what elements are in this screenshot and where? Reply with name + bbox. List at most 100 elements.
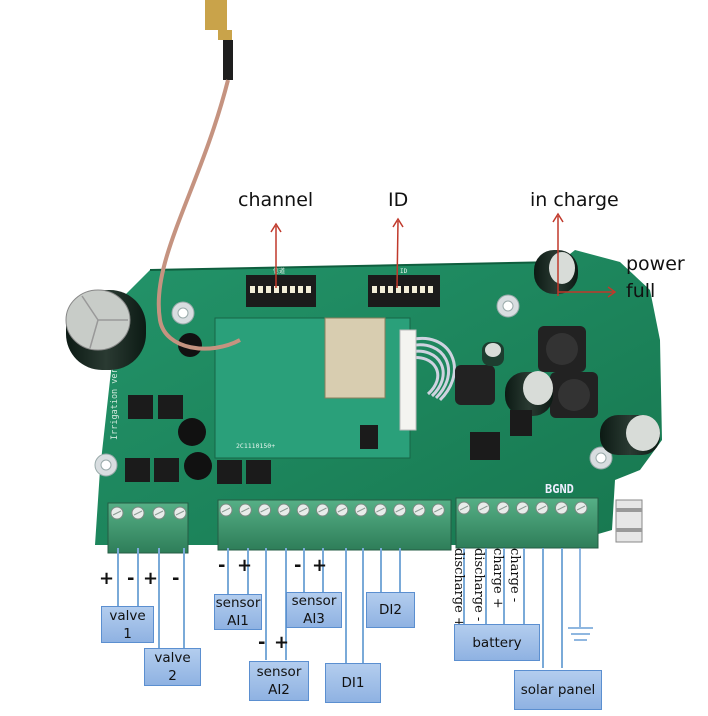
inductor-6r8 [455, 365, 495, 405]
ai3-minus-sign: - [294, 555, 302, 576]
wire-bat-2 [485, 548, 487, 628]
screw-slot [154, 510, 164, 516]
di2-box: DI2 [366, 592, 415, 628]
wire-di1-a [345, 548, 347, 663]
bgnd-label: BGND [545, 482, 574, 496]
charge-plus-label: charge + [490, 548, 505, 609]
annotation-arrows [270, 212, 617, 298]
valve2-minus-sign: - [172, 568, 180, 589]
screw-slot [376, 507, 385, 513]
valve1-box-line2: 1 [123, 625, 132, 642]
solar-panel-box: solar panel [514, 670, 602, 710]
valve2-plus-sign: + [143, 568, 159, 589]
battery-box: battery [454, 624, 540, 661]
wire-ai1-plus [247, 548, 249, 594]
version-silkscreen: Irrigation ver5.1 [110, 353, 120, 440]
sensor-ai3-box: sensor AI3 [286, 592, 342, 628]
valve2-box-line1: valve [154, 650, 191, 666]
terminal-block-io [217, 499, 452, 551]
screw-slot [498, 505, 508, 511]
screw-slot [576, 505, 586, 511]
screw-slot [318, 507, 327, 513]
power-label: power [626, 253, 685, 275]
screw-slot [356, 507, 366, 513]
mosfets [125, 395, 532, 484]
capacitor-mid [505, 371, 553, 416]
dip-switch-channel [246, 275, 316, 307]
screw-slot [434, 507, 443, 513]
ai3-plus-sign: + [312, 555, 328, 576]
screw-slot [133, 510, 143, 516]
id-label: ID [388, 189, 409, 211]
ai2-plus-sign: + [274, 632, 290, 653]
screw-slot [298, 507, 308, 513]
di2-label: DI2 [379, 602, 402, 618]
screw-slot [395, 507, 404, 513]
module-code: 2C1110150+ [236, 442, 275, 450]
wire-valve1-minus [137, 548, 139, 606]
sensor-ai1-line1: sensor [215, 595, 261, 611]
capacitor-right [600, 415, 660, 455]
valve2-box: valve 2 [144, 648, 201, 686]
valve1-box: valve 1 [101, 606, 154, 643]
wire-bat-4 [523, 548, 525, 628]
wire-ai3-plus [322, 548, 324, 594]
discharge-plus-label: discharge + [451, 548, 466, 628]
wire-valve2-minus [183, 548, 185, 648]
sensor-ai2-line2: AI2 [268, 682, 290, 698]
screw-slot [537, 505, 547, 511]
wire-bat-3 [503, 548, 505, 628]
full-label: full [626, 280, 656, 302]
ai1-minus-sign: - [218, 555, 226, 576]
sensor-ai1-line2: AI1 [227, 613, 249, 629]
svg-text:ID: ID [400, 268, 408, 275]
sensor-ai1-box: sensor AI1 [214, 594, 262, 630]
screw-slot [479, 505, 488, 511]
wire-ai3-minus [303, 548, 305, 594]
di1-label: DI1 [341, 675, 365, 691]
wire-solar-2 [561, 548, 563, 668]
battery-label: battery [472, 634, 522, 651]
screw-slot [459, 505, 469, 511]
wire-valve1-plus [117, 548, 119, 606]
in-charge-arrowhead [552, 212, 564, 223]
wire-di1-b [362, 548, 364, 663]
solar-panel-label: solar panel [520, 682, 596, 698]
charge-minus-label: charge - [507, 548, 522, 603]
wire-bat-1 [463, 548, 465, 628]
wire-valve2-plus [158, 548, 160, 648]
wire-ai1-minus [227, 548, 229, 594]
ground-icon [568, 548, 593, 641]
svg-text:信道: 信道 [273, 267, 285, 275]
chokes [178, 333, 212, 480]
capacitor-large [65, 289, 146, 370]
capacitor-small [482, 342, 504, 366]
screw-slot [337, 507, 347, 513]
screw-slot [557, 505, 566, 511]
screw-slot [241, 507, 250, 513]
channel-arrowhead [270, 222, 282, 233]
in-charge-label: in charge [530, 189, 619, 211]
wire-ai2-plus [285, 548, 287, 660]
sensor-ai3-line1: sensor [291, 593, 337, 609]
ai2-minus-sign: - [258, 632, 266, 653]
di1-box: DI1 [325, 663, 381, 703]
screw-slot [221, 507, 231, 513]
valve1-minus-sign: - [127, 568, 135, 589]
screw-slot [414, 507, 424, 513]
ribbon-cable [409, 337, 456, 402]
sensor-ai2-line1: sensor [256, 664, 302, 680]
wire-solar-1 [542, 548, 544, 668]
valve1-plus-sign: + [99, 568, 115, 589]
valve2-box-line2: 2 [168, 668, 177, 684]
ai1-plus-sign: + [237, 555, 253, 576]
valve1-box-line1: valve [109, 607, 146, 624]
screw-slot [279, 507, 289, 513]
sensor-ai3-line2: AI3 [303, 611, 325, 627]
channel-label: channel [238, 189, 314, 211]
capacitor-in-charge [534, 250, 578, 294]
wire-ai2-minus [265, 548, 267, 660]
mounting-holes [94, 294, 613, 477]
